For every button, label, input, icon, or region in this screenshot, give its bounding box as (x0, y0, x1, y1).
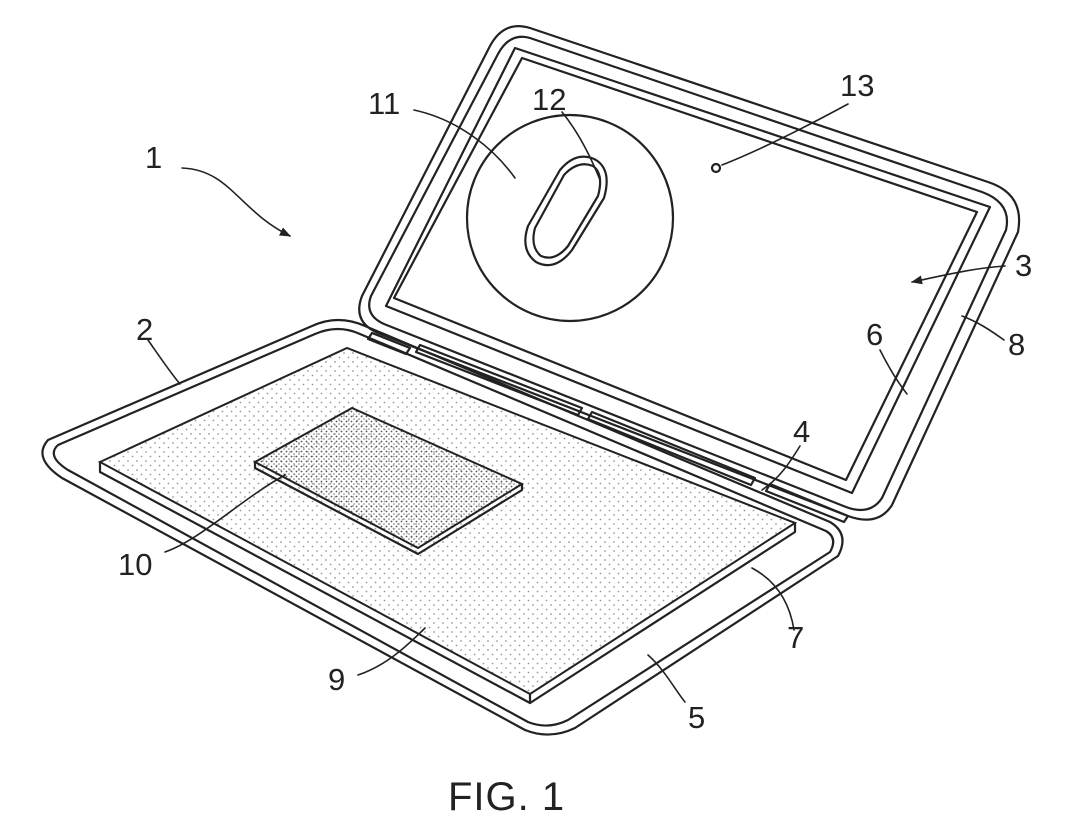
leader-5 (648, 655, 685, 702)
label-12: 12 (532, 82, 566, 117)
label-1: 1 (145, 140, 162, 175)
base (42, 320, 842, 735)
label-13: 13 (840, 68, 874, 103)
oval-element-inner (533, 164, 600, 257)
leader-1 (182, 168, 290, 236)
camera-dot (712, 164, 720, 172)
leader-6 (880, 350, 907, 394)
label-2: 2 (136, 312, 153, 347)
leader-12 (562, 112, 600, 180)
label-9: 9 (328, 662, 345, 697)
label-5: 5 (688, 700, 705, 735)
label-7: 7 (787, 620, 804, 655)
label-8: 8 (1008, 327, 1025, 362)
label-3: 3 (1015, 248, 1032, 283)
leader-4 (762, 446, 800, 490)
label-6: 6 (866, 317, 883, 352)
circular-region (467, 115, 673, 321)
label-4: 4 (793, 414, 810, 449)
figure-caption: FIG. 1 (448, 775, 565, 819)
label-11: 11 (368, 86, 400, 121)
label-10: 10 (118, 547, 152, 582)
leader-8 (962, 316, 1004, 340)
